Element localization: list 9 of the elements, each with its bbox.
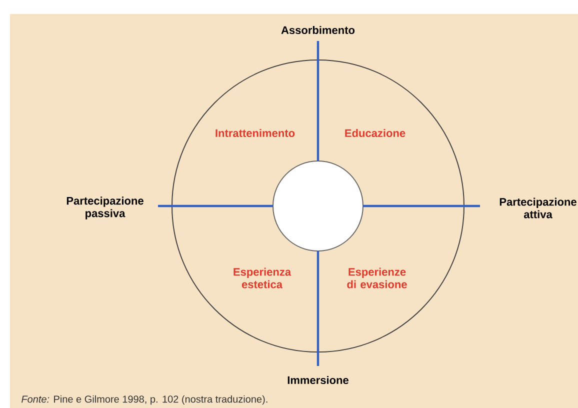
quadrant-label: Intrattenimento [216, 128, 295, 138]
source-caption: Fonte: Pine e Gilmore 1998, p. 102 (nostra traduzione). [22, 395, 268, 405]
quadrant-label: Educazione [345, 128, 406, 138]
quadrant-label: Esperienza estetica [234, 268, 292, 288]
axis-label: Immersione [288, 376, 348, 384]
axis-label: Partecipazione passiva [66, 196, 144, 220]
axis-label: Partecipazione attiva [500, 198, 576, 218]
quadrant-label: Esperienze di evasione [347, 268, 407, 288]
axis-label: Assorbimento [281, 26, 355, 34]
